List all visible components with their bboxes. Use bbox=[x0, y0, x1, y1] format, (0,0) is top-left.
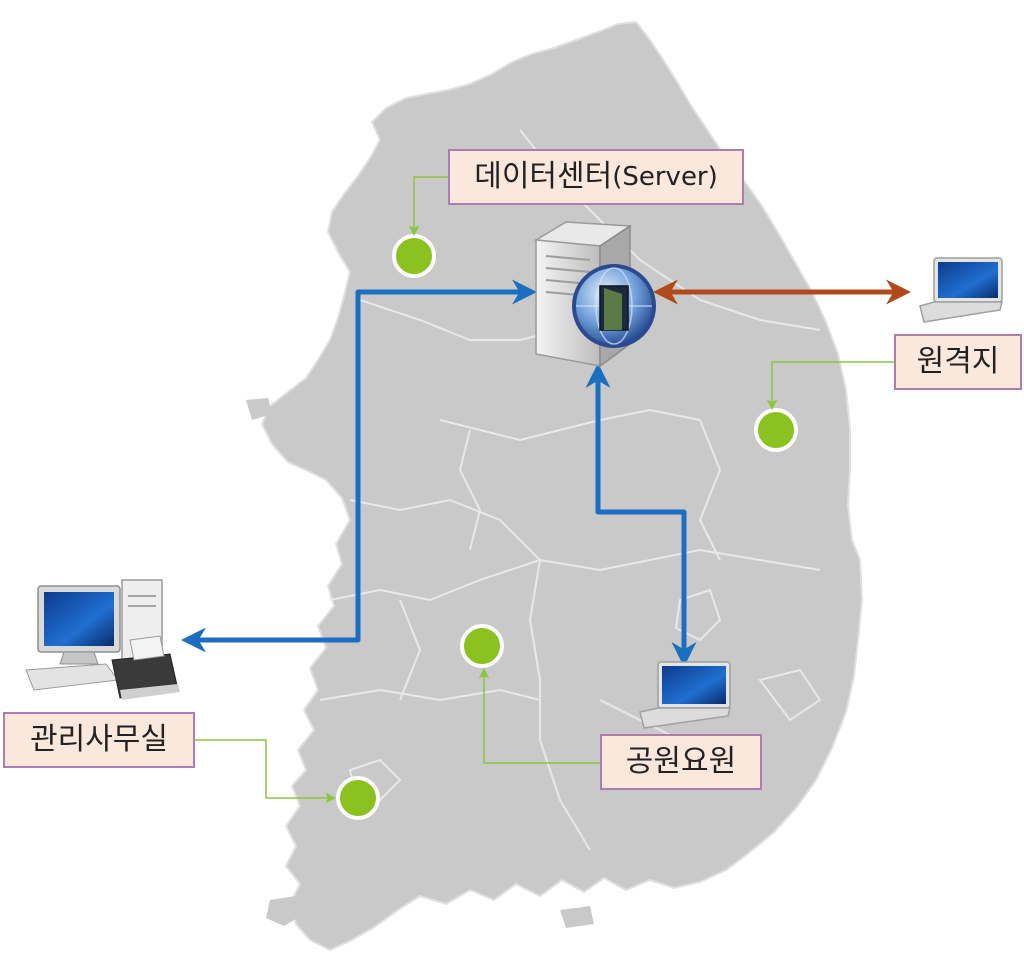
label-management-office-text: 관리사무실 bbox=[30, 722, 168, 757]
marker-park-staff bbox=[460, 624, 504, 668]
label-remote-site: 원격지 bbox=[894, 334, 1022, 390]
monitor-stand bbox=[59, 651, 99, 665]
globe-icon bbox=[572, 264, 656, 348]
marker-data-center bbox=[392, 234, 436, 278]
link-server-park bbox=[585, 363, 697, 667]
border-jeonnam bbox=[319, 688, 541, 702]
label-data-center-text: 데이터센터 bbox=[474, 159, 613, 194]
callout-office bbox=[195, 739, 337, 804]
map-island-south bbox=[560, 906, 594, 928]
callout-data-center bbox=[408, 176, 448, 237]
callout-remote-site bbox=[766, 361, 894, 411]
laptop-remote-screen bbox=[938, 262, 998, 298]
printer-paper bbox=[129, 635, 165, 661]
laptop-icon-remote bbox=[919, 257, 1003, 323]
label-data-center: 데이터센터(Server) bbox=[448, 149, 744, 205]
label-data-center-suffix: (Server) bbox=[612, 162, 718, 192]
connection-links bbox=[181, 279, 911, 667]
printer-tray bbox=[120, 684, 180, 700]
marker-remote-site bbox=[754, 408, 798, 452]
border-ulsan bbox=[758, 668, 822, 722]
label-management-office: 관리사무실 bbox=[3, 712, 195, 768]
door-panel bbox=[604, 288, 622, 330]
printer-icon bbox=[111, 635, 180, 700]
map-island-jindo bbox=[266, 896, 304, 926]
server-bay-1 bbox=[545, 255, 591, 261]
link-server-office bbox=[181, 279, 537, 653]
label-park-staff-text: 공원요원 bbox=[625, 744, 737, 779]
keyboard bbox=[25, 663, 119, 691]
server-bay-2 bbox=[545, 267, 591, 273]
border-inner-2 bbox=[698, 419, 722, 561]
monitor-screen bbox=[44, 592, 114, 646]
laptop-park-screen bbox=[662, 666, 726, 704]
callout-park-staff bbox=[478, 667, 600, 764]
laptop-park-base bbox=[639, 707, 731, 729]
callout-lines bbox=[195, 176, 894, 804]
laptop-remote-base bbox=[919, 301, 1003, 323]
label-park-staff: 공원요원 bbox=[600, 734, 762, 790]
laptop-icon-park bbox=[639, 661, 731, 729]
marker-office bbox=[336, 776, 380, 820]
label-remote-site-text: 원격지 bbox=[916, 344, 1000, 379]
